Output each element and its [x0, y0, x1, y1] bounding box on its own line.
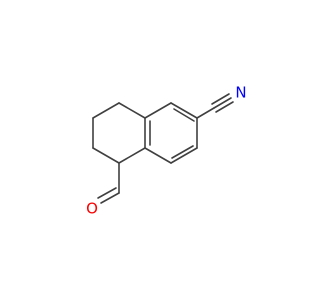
bond-aromatic-1 — [170, 102, 198, 119]
bond-aryl-nitrile — [196, 107, 215, 119]
molecule-canvas: N O — [86, 83, 247, 218]
molecule-structure: N O — [86, 84, 247, 218]
bond-nitrile-triple-1 — [213, 97, 232, 109]
bond-nitrile-triple-2 — [211, 93, 230, 105]
atom-label-nitrogen: N — [235, 84, 246, 102]
bond-aromatic-3 — [170, 147, 198, 164]
bond-nitrile-triple-3 — [215, 101, 234, 113]
bond-aromatic-4 — [144, 147, 172, 164]
bond-aromatic-1-inner — [173, 108, 195, 122]
atom-label-oxygen: O — [86, 200, 98, 218]
bond-aliphatic-4 — [92, 147, 120, 164]
bond-aromatic-6 — [144, 102, 172, 119]
bond-carbonyl-1 — [100, 192, 120, 204]
bond-carbonyl-2 — [97, 187, 117, 199]
bond-aliphatic-1 — [118, 102, 146, 119]
bond-aromatic-3-inner — [171, 145, 194, 159]
bond-aliphatic-2 — [92, 102, 120, 119]
bond-aliphatic-5 — [118, 147, 146, 164]
